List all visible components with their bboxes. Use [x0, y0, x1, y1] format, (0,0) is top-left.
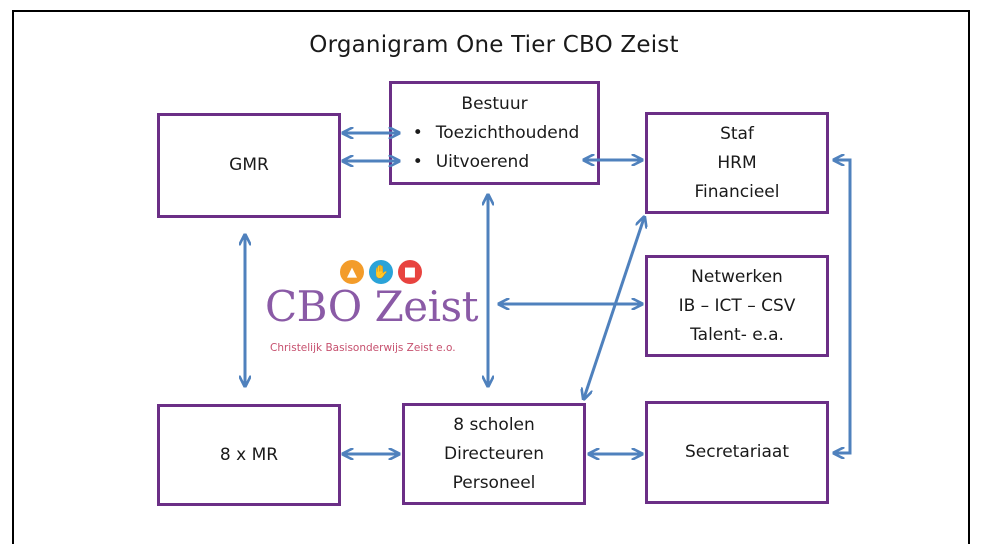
box-bestuur-heading: Bestuur: [461, 93, 528, 114]
logo-icon-row: ▲ ✋ ■: [340, 260, 422, 284]
box-netwerken-line-3: Talent- e.a.: [690, 324, 784, 345]
box-staf-line-2: HRM: [717, 152, 757, 173]
slide-frame: [12, 10, 970, 544]
box-staf-line-1: Staf: [720, 123, 754, 144]
box-gmr-line-1: GMR: [229, 155, 269, 175]
bestuur-bullet-uitvoerend: Uitvoerend: [410, 148, 580, 177]
box-bestuur-bullets: Toezichthoudend Uitvoerend: [410, 119, 580, 177]
box-8xmr: 8 x MR: [157, 404, 341, 506]
box-secretariaat: Secretariaat: [645, 401, 829, 504]
box-secretariaat-line-1: Secretariaat: [685, 442, 789, 462]
cbo-zeist-logo: ▲ ✋ ■ CBO Zeist Christelijk Basisonderwi…: [262, 260, 482, 360]
logo-subtitle: Christelijk Basisonderwijs Zeist e.o.: [270, 342, 456, 354]
fish-icon: ▲: [340, 260, 364, 284]
box-bestuur: Bestuur Toezichthoudend Uitvoerend: [389, 81, 600, 185]
box-scholen-line-1: 8 scholen: [453, 414, 535, 435]
box-staf: Staf HRM Financieel: [645, 112, 829, 214]
logo-name: CBO Zeist: [265, 282, 478, 331]
arrow-staf-secretariaat: [835, 160, 852, 453]
box-8xmr-line-1: 8 x MR: [219, 444, 279, 465]
box-netwerken: Netwerken IB – ICT – CSV Talent- e.a.: [645, 255, 829, 357]
box-netwerken-line-2: IB – ICT – CSV: [678, 295, 796, 316]
box-8-scholen: 8 scholen Directeuren Personeel: [402, 403, 586, 505]
box-staf-line-3: Financieel: [694, 181, 780, 202]
box-scholen-line-2: Directeuren: [444, 443, 544, 464]
diagram-title: Organigram One Tier CBO Zeist: [309, 32, 679, 58]
hand-icon: ✋: [369, 260, 393, 284]
box-netwerken-line-1: Netwerken: [691, 266, 783, 287]
book-icon: ■: [398, 260, 422, 284]
box-gmr: GMR: [157, 113, 341, 218]
bestuur-bullet-toezichthoudend: Toezichthoudend: [410, 119, 580, 148]
box-scholen-line-3: Personeel: [452, 472, 536, 493]
arrow-scholen-staf: [584, 218, 644, 398]
